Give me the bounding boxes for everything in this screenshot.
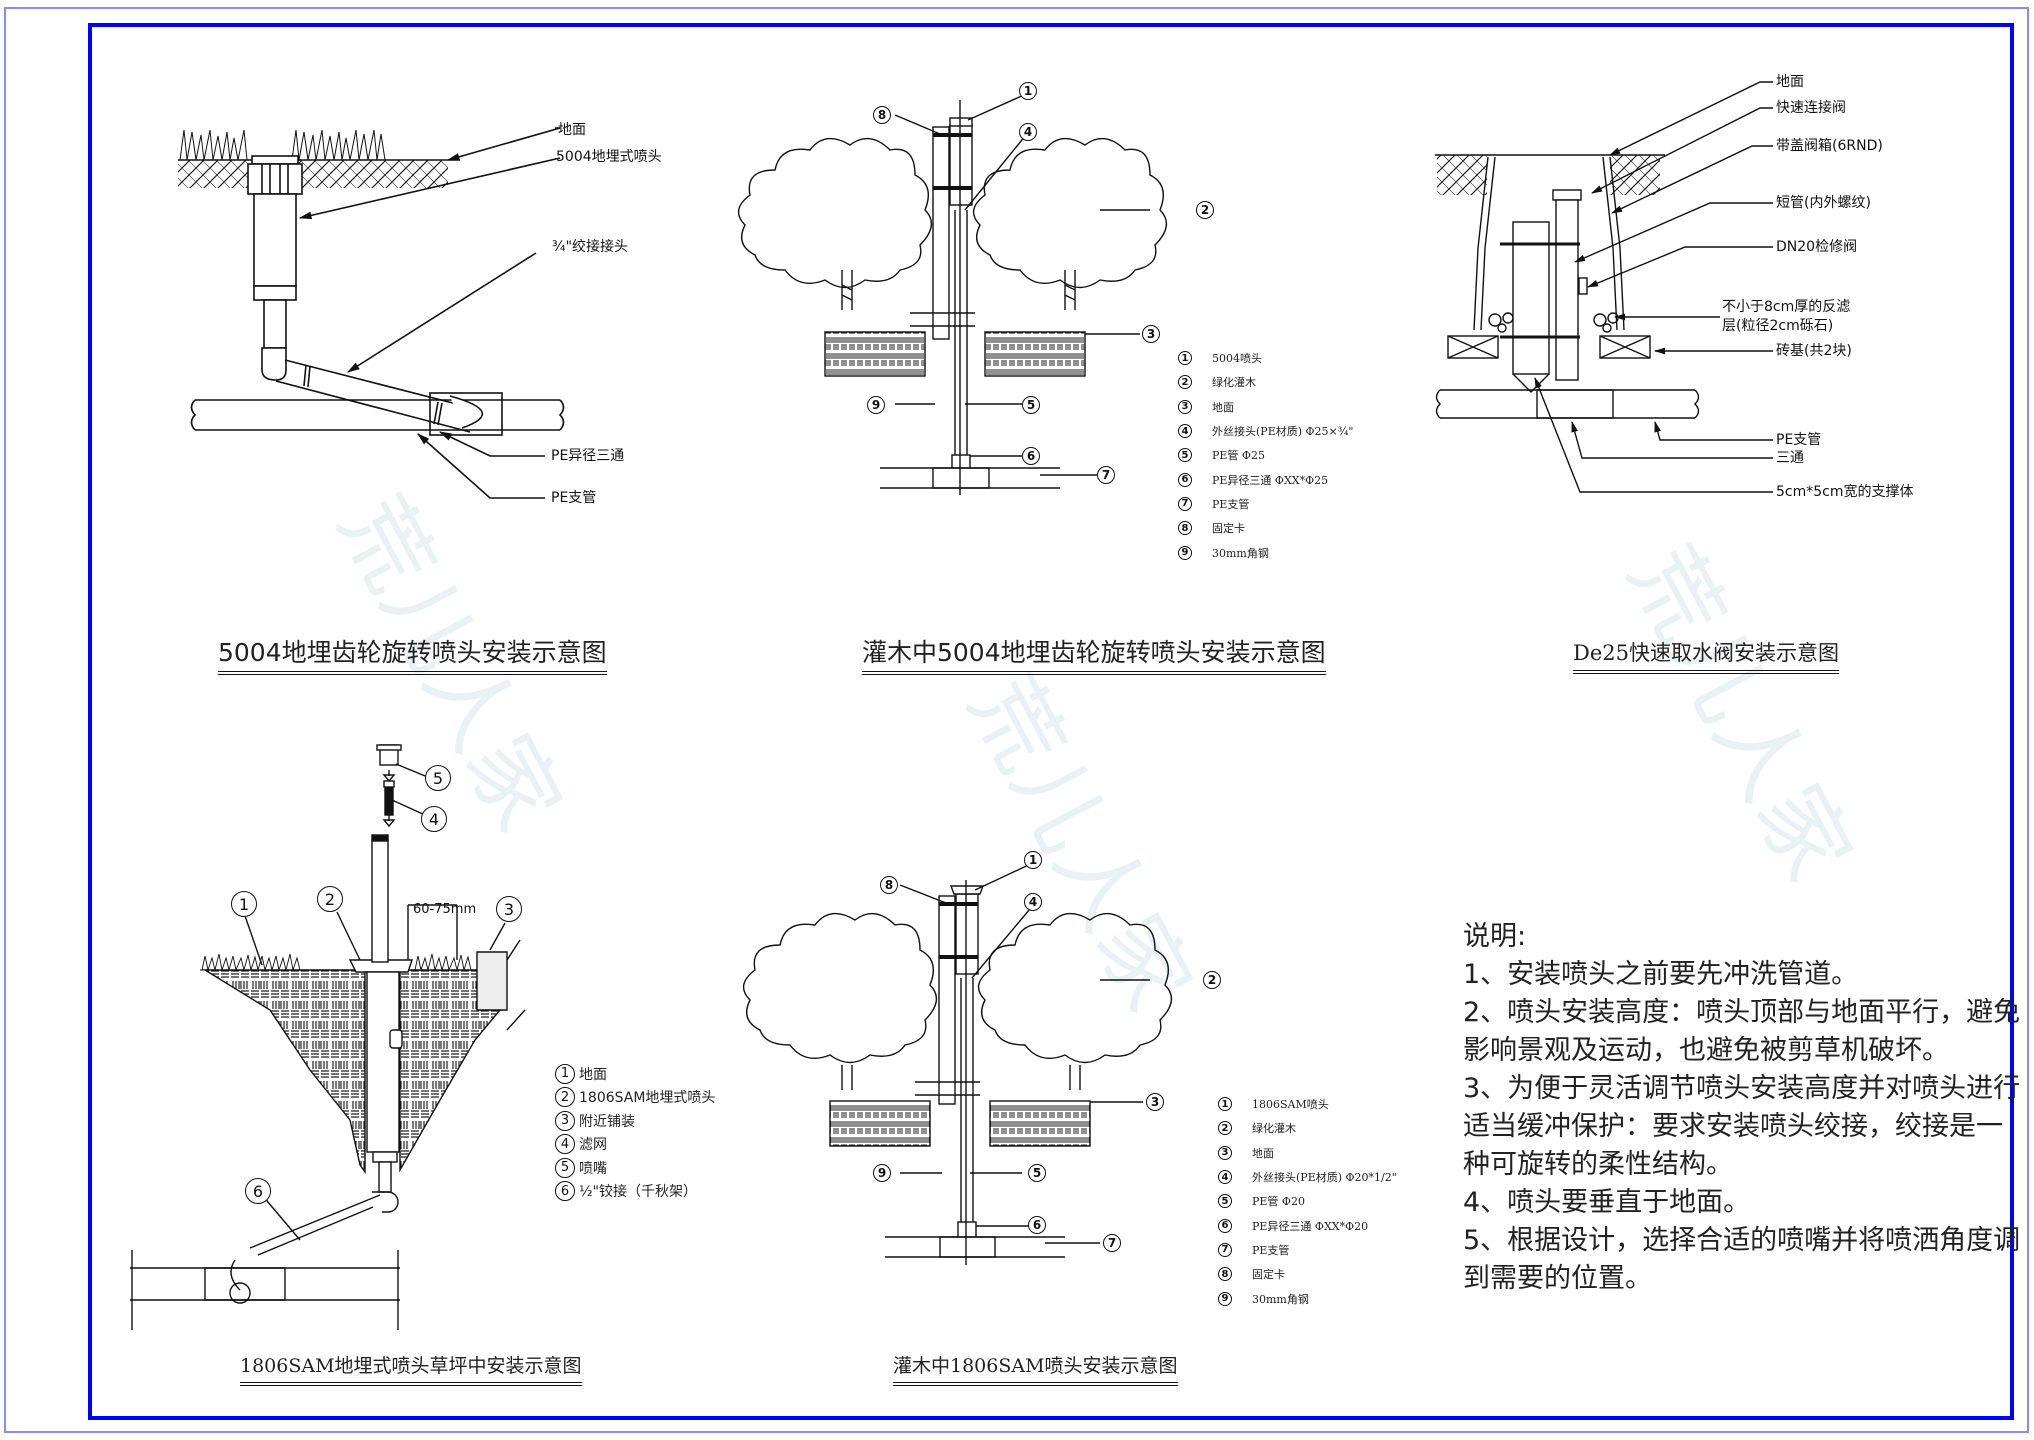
legend-item: 绿化灌木	[1252, 1122, 1296, 1136]
callout-1: 1	[231, 891, 257, 917]
shrub-right	[977, 912, 1173, 1090]
legend-item: 附近铺装	[579, 1113, 635, 1130]
label-gravel-layer-2: 层(粒径2cm砾石)	[1722, 318, 1834, 334]
diagram-1806-lawn	[130, 744, 526, 1330]
callout-4: 4	[421, 806, 447, 832]
legend-item: 固定卡	[1212, 522, 1245, 536]
legend-item: 地面	[1252, 1146, 1274, 1160]
legend-item: 1806SAM喷头	[1252, 1098, 1329, 1112]
shrub-left	[737, 137, 933, 310]
label-pe-lateral: PE支管	[551, 490, 597, 506]
label-pe-reducer-tee: PE异径三通	[551, 448, 625, 464]
dimension-label: 60-75mm	[413, 902, 477, 917]
callout-5: 5	[1028, 1164, 1046, 1182]
callout-5: 5	[425, 765, 451, 791]
legend-item: PE管 Φ25	[1212, 449, 1265, 463]
callout-4: 4	[1024, 893, 1042, 911]
callout-2: 2	[1196, 201, 1214, 219]
label-tee: 三通	[1776, 450, 1804, 466]
label-valve-box: 带盖阀箱(6RND)	[1776, 138, 1883, 154]
callout-9: 9	[867, 396, 885, 414]
legend-item: 喷嘴	[579, 1160, 607, 1177]
legend-item: PE异径三通 ΦXX*Φ20	[1252, 1219, 1369, 1233]
label-nipple: 短管(内外螺纹)	[1776, 195, 1871, 211]
note-item: 3、为便于灵活调节喷头安装高度并对喷头进行适当缓冲保护：要求安装喷头绞接，绞接是…	[1463, 1073, 2021, 1180]
legend-item: 1806SAM地埋式喷头	[579, 1090, 716, 1107]
callout-8: 8	[873, 106, 891, 124]
legend-item: 地面	[1212, 400, 1234, 414]
callout-7: 7	[1103, 1234, 1121, 1252]
label-gravel-layer: 不小于8cm厚的反滤	[1722, 299, 1851, 315]
legend-item: 5004喷头	[1212, 352, 1262, 366]
label-swing-joint: ¾"绞接接头	[552, 239, 629, 255]
legend-item: 30mm角钢	[1252, 1292, 1309, 1306]
notes-heading: 说明:	[1463, 921, 1527, 952]
diagram-5004-shrub	[737, 89, 1168, 495]
legend-item: PE支管	[1212, 497, 1250, 511]
callout-7: 7	[1097, 466, 1115, 484]
legend-item: PE支管	[1252, 1243, 1290, 1257]
label-support: 5cm*5cm宽的支撑体	[1776, 484, 1914, 500]
legend-item: ½"铰接（千秋架）	[579, 1184, 698, 1201]
diagram-title: 1806SAM地埋式喷头草坪中安装示意图	[240, 1357, 582, 1386]
note-item: 4、喷头要垂直于地面。	[1463, 1187, 1751, 1218]
callout-6: 6	[245, 1178, 271, 1204]
diagram-5004-lawn	[178, 127, 565, 499]
label-5004-sprinkler: 5004地埋式喷头	[556, 149, 662, 165]
label-pe-lateral: PE支管	[1776, 432, 1822, 448]
diagram-quick-valve	[1435, 81, 1773, 493]
installation-notes: 说明: 1、安装喷头之前要先冲洗管道。 2、喷头安装高度：喷头顶部与地面平行，避…	[1463, 918, 2023, 1298]
callout-5: 5	[1022, 396, 1040, 414]
label-quick-coupling-valve: 快速连接阀	[1776, 100, 1846, 116]
note-item: 1、安装喷头之前要先冲洗管道。	[1463, 959, 1859, 990]
callout-3: 3	[1146, 1093, 1164, 1111]
label-dn20-valve: DN20检修阀	[1776, 239, 1858, 255]
callout-6: 6	[1028, 1216, 1046, 1234]
legend-item: 固定卡	[1252, 1268, 1285, 1282]
sheet-outer-border	[4, 7, 2029, 1433]
diagram-title: 灌木中1806SAM喷头安装示意图	[893, 1357, 1178, 1386]
callout-1: 1	[1024, 851, 1042, 869]
legend-item: 滤网	[579, 1137, 607, 1154]
legend-item: 30mm角钢	[1212, 546, 1269, 560]
legend-item: 外丝接头(PE材质) Φ25×¾"	[1212, 425, 1354, 439]
legend-item: PE管 Φ20	[1252, 1195, 1305, 1209]
callout-2: 2	[317, 886, 343, 912]
diagram-1806-shrub	[742, 861, 1173, 1265]
callout-6: 6	[1022, 447, 1040, 465]
note-item: 2、喷头安装高度：喷头顶部与地面平行，避免影响景观及运动，也避免被剪草机破坏。	[1463, 997, 2021, 1066]
shrub-right	[972, 137, 1168, 310]
legend-item: 地面	[579, 1066, 607, 1083]
callout-3: 3	[496, 896, 522, 922]
diagram-title: 灌木中5004地埋齿轮旋转喷头安装示意图	[862, 640, 1326, 675]
callout-4: 4	[1019, 123, 1037, 141]
shrub-left	[742, 912, 938, 1090]
label-ground: 地面	[1776, 74, 1804, 90]
callout-1: 1	[1019, 82, 1037, 100]
label-ground: 地面	[558, 122, 586, 138]
callout-9: 9	[873, 1164, 891, 1182]
note-item: 5、根据设计，选择合适的喷嘴并将喷洒角度调到需要的位置。	[1463, 1225, 2021, 1294]
label-brick-base: 砖基(共2块)	[1776, 343, 1852, 359]
callout-3: 3	[1142, 325, 1160, 343]
callout-8: 8	[880, 876, 898, 894]
diagram-title: 5004地埋齿轮旋转喷头安装示意图	[218, 640, 607, 675]
sheet-inner-border	[88, 23, 2014, 1420]
legend-item: PE异径三通 ΦXX*Φ25	[1212, 473, 1329, 487]
diagram-title: De25快速取水阀安装示意图	[1573, 643, 1839, 674]
legend-item: 外丝接头(PE材质) Φ20*1/2"	[1252, 1171, 1397, 1185]
callout-2: 2	[1203, 971, 1221, 989]
legend-item: 绿化灌木	[1212, 376, 1256, 390]
